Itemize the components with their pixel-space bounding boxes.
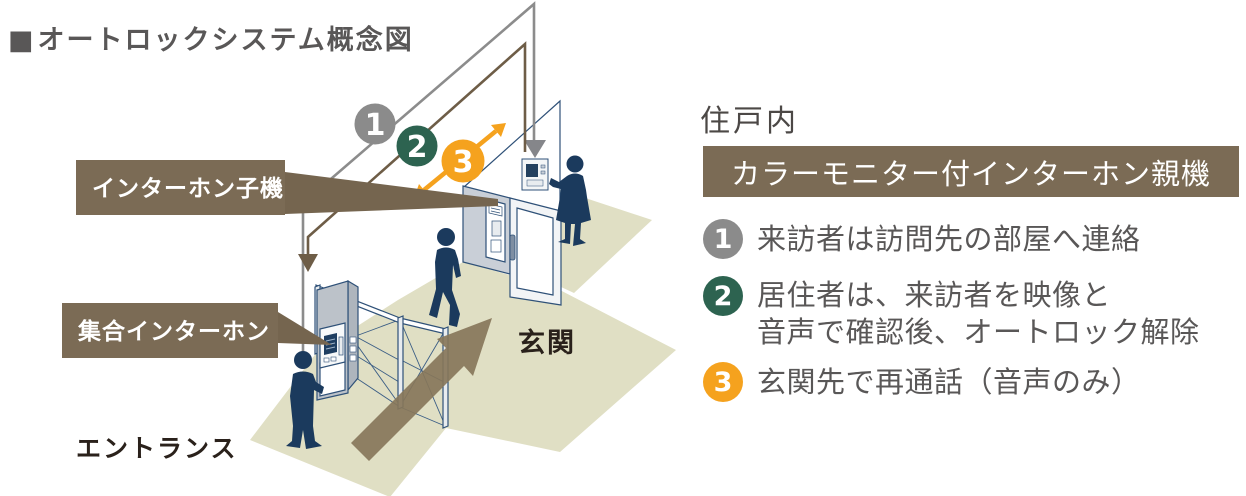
svg-text:集合インターホン: 集合インターホン — [77, 318, 270, 345]
door-handle — [509, 234, 516, 261]
collective-intercom-label: 集合インターホン — [62, 303, 332, 358]
svg-text:3: 3 — [453, 145, 474, 180]
square-bullet-icon: ■ — [8, 25, 36, 56]
step-2-text: 居住者は、来訪者を映像と 音声で確認後、オートロック解除 — [757, 277, 1200, 351]
step-1-badge: 1 — [703, 219, 743, 259]
step-2-line-1: 居住者は、来訪者を映像と — [757, 278, 1112, 312]
parent-intercom-unit — [521, 158, 549, 191]
step-2-badge: 2 — [703, 276, 743, 316]
dwelling-wall-and-door — [462, 99, 562, 306]
panel-heading: 住戸内 — [700, 104, 799, 139]
intercom-child-label: インターホン子機 — [76, 160, 498, 215]
resident-silhouette — [549, 155, 591, 246]
genkan-label: 玄関 — [518, 327, 576, 359]
figure-title: ■オートロックシステム概念図 — [8, 18, 414, 57]
parent-unit-name: カラーモニター付インターホン親機 — [730, 156, 1211, 191]
diagram-step-2-badge: 2 — [396, 125, 438, 167]
step-item-1: 1 来訪者は訪問先の部屋へ連絡 — [703, 219, 1246, 259]
step-item-3: 3 玄関先で再通話（音声のみ） — [703, 362, 1246, 402]
parent-unit-name-box: カラーモニター付インターホン親機 — [703, 146, 1239, 197]
diagram-step-3-badge: 3 — [441, 139, 485, 183]
step-list: 1 来訪者は訪問先の部屋へ連絡 2 居住者は、来訪者を映像と 音声で確認後、オー… — [703, 219, 1246, 402]
call-line-arrowhead-icon — [524, 140, 546, 158]
diagram-step-1-badge: 1 — [354, 103, 396, 145]
unlock-line-arrowhead-icon — [298, 254, 318, 272]
step-1-text: 来訪者は訪問先の部屋へ連絡 — [757, 222, 1141, 256]
entrance-label: エントランス — [76, 434, 238, 463]
call-line — [301, 1, 536, 351]
visitor-silhouette — [286, 351, 324, 449]
step-item-2: 2 居住者は、来訪者を映像と 音声で確認後、オートロック解除 — [703, 276, 1246, 351]
walking-person-silhouette — [429, 228, 461, 327]
figure-title-text: オートロックシステム概念図 — [37, 25, 414, 56]
step-3-text: 玄関先で再通話（音声のみ） — [757, 365, 1141, 399]
door-intercom-child-unit — [485, 198, 506, 263]
svg-text:1: 1 — [365, 108, 386, 143]
entry-path-arrow — [351, 318, 492, 461]
collective-intercom-kiosk — [316, 279, 359, 401]
step-3-badge: 3 — [703, 362, 743, 402]
svg-text:インターホン子機: インターホン子機 — [92, 176, 284, 202]
svg-text:2: 2 — [407, 130, 428, 165]
step-2-line-2: 音声で確認後、オートロック解除 — [757, 315, 1200, 349]
